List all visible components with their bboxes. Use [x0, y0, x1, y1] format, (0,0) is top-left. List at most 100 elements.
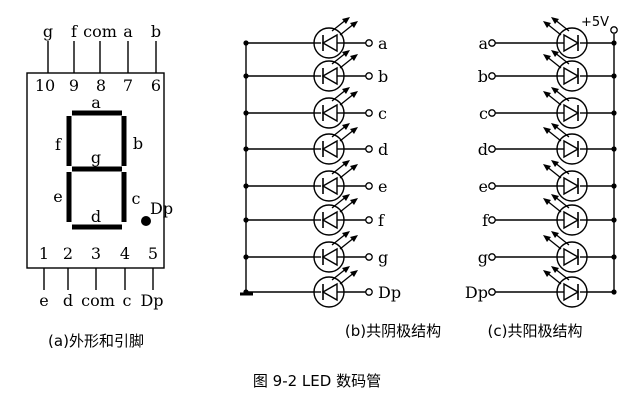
pin-label: Dp — [140, 291, 163, 310]
anode-led-row: f — [482, 193, 617, 236]
led-icon — [313, 193, 359, 236]
segment-label-g: g — [91, 148, 101, 167]
segment-label-c: c — [132, 189, 141, 208]
terminal — [488, 145, 496, 153]
segment-label-dp: Dp — [150, 199, 173, 218]
segment-terminal-label: g — [478, 248, 488, 267]
led-icon — [542, 265, 588, 308]
segment-label-f: f — [55, 135, 62, 154]
segment-terminal-label: Dp — [378, 283, 401, 302]
pin-number: 1 — [39, 244, 49, 263]
segment-terminal-label: b — [378, 67, 388, 86]
cathode-led-row: c — [243, 86, 387, 129]
terminal — [365, 182, 373, 190]
led-icon — [542, 230, 588, 273]
caption-a: (a)外形和引脚 — [48, 332, 144, 350]
led-icon — [542, 159, 588, 202]
segment-terminal-label: c — [479, 104, 488, 123]
pin-number: 6 — [151, 76, 161, 95]
segment-terminal-label: f — [378, 211, 385, 230]
anode-led-row: e — [479, 159, 617, 202]
led-icon — [313, 265, 359, 308]
terminal — [488, 39, 496, 47]
anode-led-row: g — [478, 230, 617, 273]
anode-led-row: c — [479, 86, 617, 129]
segment-label-a: a — [91, 93, 101, 112]
pin-number: 2 — [63, 244, 73, 263]
led-icon — [313, 230, 359, 273]
anode-led-row: b — [478, 49, 617, 92]
segment-terminal-label: e — [378, 177, 387, 196]
segment-terminal-label: c — [378, 104, 387, 123]
decimal-point — [141, 216, 151, 226]
top-pins: g f com a b 10 9 8 7 6 — [35, 22, 161, 95]
terminal — [365, 109, 373, 117]
pin-label: a — [123, 22, 133, 41]
cathode-led-row: f — [243, 193, 385, 236]
pin-number: 7 — [123, 76, 133, 95]
figure-title: 图 9-2 LED 数码管 — [253, 372, 381, 390]
pin-label: d — [63, 291, 73, 310]
terminal — [365, 288, 373, 296]
terminal — [365, 253, 373, 261]
pin-number: 9 — [69, 76, 79, 95]
terminal — [365, 72, 373, 80]
terminal — [488, 216, 496, 224]
terminal — [488, 72, 496, 80]
cathode-led-row: g — [243, 230, 388, 273]
segment-terminal-label: a — [478, 34, 488, 53]
pin-label: g — [43, 22, 53, 41]
pin-label: com — [81, 291, 115, 310]
anode-led-row: d — [478, 122, 617, 165]
segment-label-d: d — [91, 207, 101, 226]
pin-label: com — [83, 22, 117, 41]
segment-label-e: e — [53, 187, 62, 206]
segment-terminal-label: Dp — [465, 283, 488, 302]
pin-label: b — [151, 22, 161, 41]
led-icon — [542, 86, 588, 129]
terminal — [365, 145, 373, 153]
pin-number: 10 — [35, 76, 55, 95]
bottom-pins: 1 2 3 4 5 e d com c Dp — [39, 244, 164, 310]
cathode-led-row: b — [243, 49, 388, 92]
cathode-led-row: e — [243, 159, 387, 202]
anode-led-row: a — [478, 16, 617, 59]
cathode-led-row: Dp — [243, 265, 401, 308]
caption-c: (c)共阳极结构 — [488, 322, 583, 340]
segment-terminal-label: d — [478, 140, 488, 159]
pin-number: 4 — [120, 244, 130, 263]
terminal — [365, 39, 373, 47]
terminal — [488, 109, 496, 117]
segment-terminal-label: d — [378, 140, 388, 159]
segment-terminal-label: b — [478, 67, 488, 86]
cathode-led-row: a — [243, 16, 388, 59]
segment-label-b: b — [133, 134, 143, 153]
segment-terminal-label: e — [479, 177, 488, 196]
pin-label: f — [71, 22, 78, 41]
pin-label: e — [39, 291, 48, 310]
led-icon — [542, 122, 588, 165]
led-icon — [313, 122, 359, 165]
supply-label: +5V — [581, 15, 609, 30]
seven-segment-display: a b c d e f g Dp — [53, 93, 173, 230]
led-icon — [542, 193, 588, 236]
cathode-led-row: d — [243, 122, 388, 165]
terminal — [488, 253, 496, 261]
segment-terminal-label: a — [378, 34, 388, 53]
caption-b: (b)共阴极结构 — [345, 322, 441, 340]
led-icon — [313, 86, 359, 129]
pin-number: 8 — [96, 76, 106, 95]
pinout-diagram: g f com a b 10 9 8 7 6 a b c d e f — [26, 22, 173, 350]
terminal — [488, 288, 496, 296]
pin-number: 3 — [91, 244, 101, 263]
segment-terminal-label: g — [378, 248, 388, 267]
terminal — [365, 216, 373, 224]
led-icon — [313, 16, 359, 59]
supply-terminal — [610, 26, 618, 34]
anode-led-row: Dp — [465, 265, 617, 308]
pin-label: c — [123, 291, 132, 310]
led-icon — [313, 159, 359, 202]
